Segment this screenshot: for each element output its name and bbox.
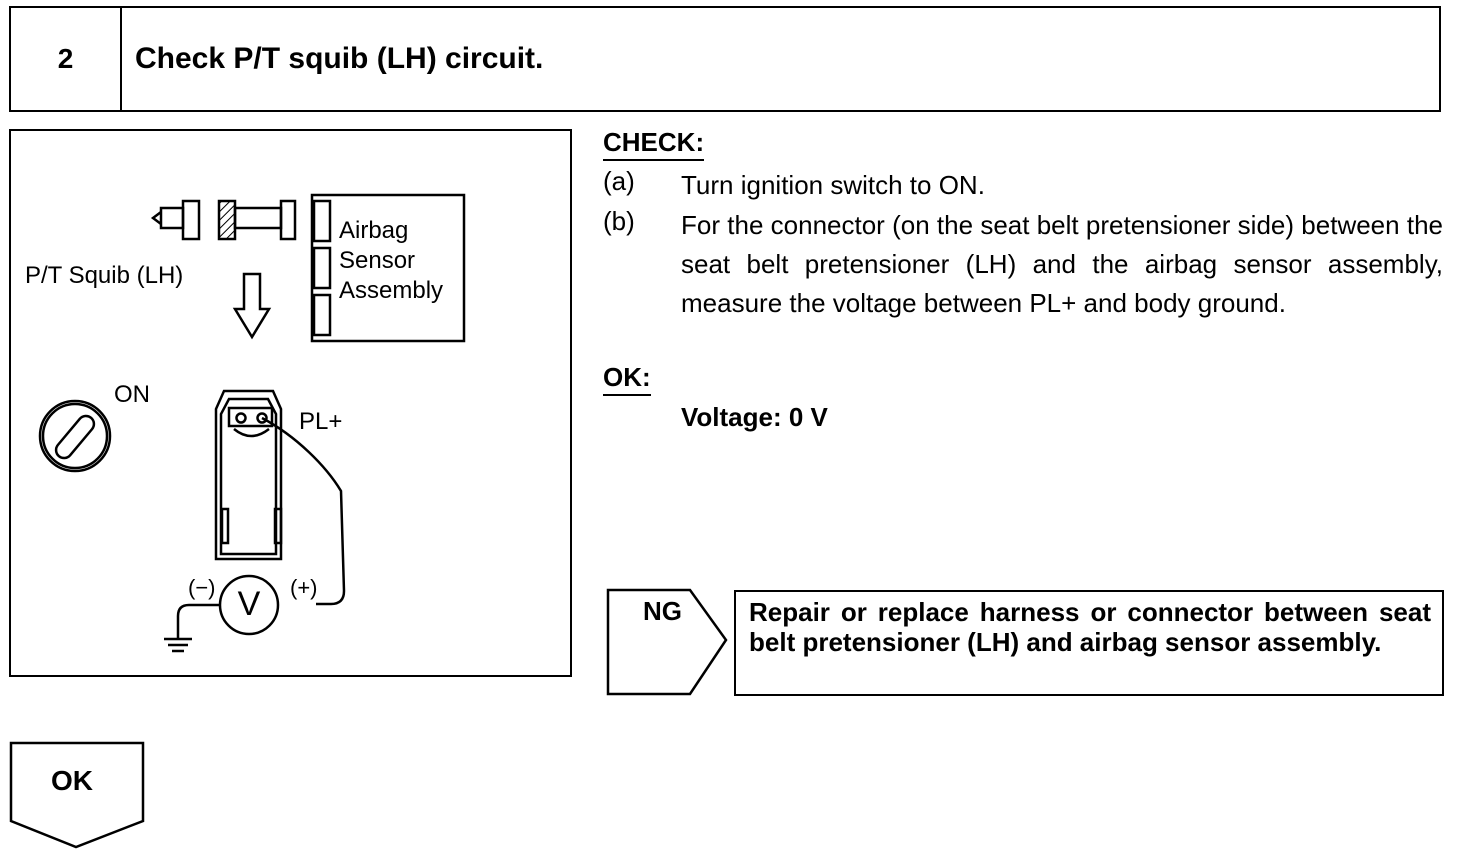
voltmeter-label: V: [237, 585, 261, 623]
step-header: 2 Check P/T squib (LH) circuit.: [9, 6, 1441, 112]
ignition-key-slot: [54, 414, 96, 460]
airbag-sensor-box: [310, 193, 466, 343]
negative-lead-label: (−): [188, 575, 216, 600]
terminal-left: [235, 412, 247, 424]
squib-connector-tip: [150, 211, 162, 225]
squib-label: P/T Squib (LH): [25, 262, 184, 289]
squib-connector-flange: [181, 199, 201, 241]
ignition-switch-inner: [41, 402, 109, 470]
pretensioner-connector-body: [214, 389, 283, 561]
step-number: 2: [11, 8, 122, 110]
down-arrow: [232, 272, 272, 340]
test-lead-negative: [176, 603, 220, 639]
positive-lead-label: (+): [290, 575, 318, 600]
ignition-on-label: ON: [114, 381, 150, 408]
connector-terminal-block: [227, 406, 274, 428]
squib-connector-body: [159, 206, 185, 230]
ng-action-text: Repair or replace harness or connector b…: [749, 597, 1431, 657]
sensor-label-2: Sensor: [339, 247, 416, 274]
ng-arrow-icon: [606, 588, 728, 696]
connector-lock-left: [220, 507, 230, 545]
step-a-text: Turn ignition switch to ON.: [681, 170, 985, 200]
ok-heading: OK:: [603, 362, 651, 396]
step-a-label: (a): [603, 166, 635, 196]
step-title: Check P/T squib (LH) circuit.: [135, 42, 544, 75]
ok-flow-label: OK: [51, 765, 93, 796]
test-lead-positive: [261, 416, 346, 606]
ng-label: NG: [643, 596, 682, 626]
ignition-switch-outer: [38, 399, 112, 473]
ok-voltage-spec: Voltage: 0 V: [681, 402, 828, 432]
sensor-pin-2: [312, 246, 332, 290]
step-b-text: For the connector (on the seat belt pret…: [681, 210, 1443, 318]
ok-down-arrow-icon: [9, 741, 145, 849]
pretensioner-connector-inner: [219, 397, 278, 556]
check-heading: CHECK:: [603, 127, 705, 161]
sensor-label-3: Assembly: [339, 277, 444, 304]
circuit-drawing: [38, 193, 466, 653]
circuit-illustration: P/T Squib (LH) Airbag Sensor Assembly ON…: [9, 129, 572, 677]
terminal-pl-plus: [256, 412, 268, 424]
harness-connector-body: [233, 206, 283, 230]
harness-connector-hatched: [217, 199, 237, 241]
sensor-label-1: Airbag: [339, 217, 409, 244]
connector-lock-right: [273, 507, 283, 545]
sensor-pin-1: [312, 199, 332, 243]
sensor-pin-3: [312, 293, 332, 337]
step-b-label: (b): [603, 206, 635, 236]
harness-connector-end: [279, 199, 297, 241]
ng-action-box: [734, 590, 1444, 696]
terminal-pl-plus-label: PL+: [299, 408, 343, 435]
connector-shorting-spring: [233, 427, 270, 438]
